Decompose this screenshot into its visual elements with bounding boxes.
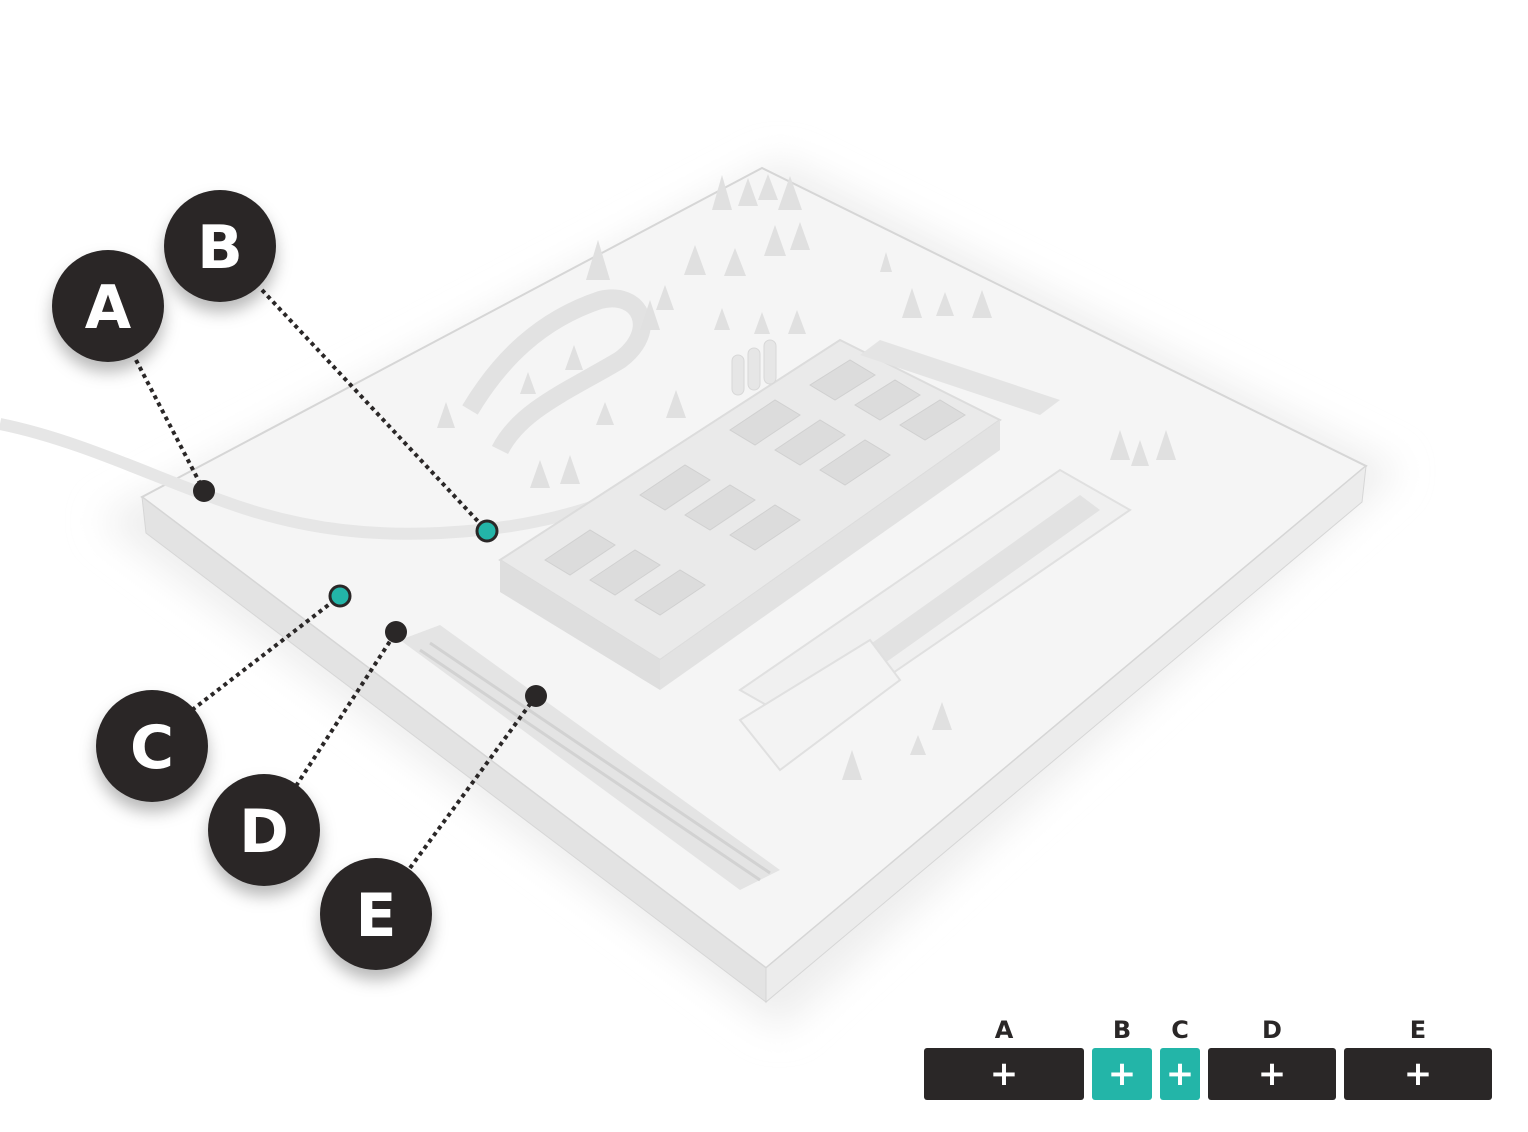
- legend-segment-a: A +: [924, 1016, 1084, 1100]
- legend-label-e: E: [1409, 1016, 1427, 1044]
- marker-a[interactable]: A: [52, 250, 164, 362]
- marker-d[interactable]: D: [208, 774, 320, 886]
- anchor-dot-c: [328, 584, 352, 608]
- solar-panels: [544, 359, 966, 616]
- leader-lines: [134, 288, 538, 870]
- legend-label-a: A: [994, 1016, 1014, 1044]
- anchor-dots: [193, 480, 547, 707]
- leader-line-d: [294, 630, 398, 788]
- legend-expand-button-e[interactable]: +: [1344, 1048, 1492, 1100]
- legend-expand-button-c[interactable]: +: [1160, 1048, 1200, 1100]
- legend-segment-b: B +: [1092, 1016, 1152, 1100]
- main-building: [498, 338, 1002, 690]
- legend-bar: A + B + C + D + E +: [924, 1016, 1492, 1100]
- anchor-dot-a: [193, 480, 215, 502]
- parking-areas: [738, 340, 1132, 772]
- silos: [731, 339, 777, 396]
- legend-label-c: C: [1171, 1016, 1189, 1044]
- marker-d-label: D: [239, 797, 289, 867]
- leader-line-e: [408, 694, 538, 870]
- plus-icon: +: [1257, 1054, 1287, 1094]
- legend-expand-button-b[interactable]: +: [1092, 1048, 1152, 1100]
- legend-segment-e: E +: [1344, 1016, 1492, 1100]
- anchor-dot-d: [385, 621, 407, 643]
- legend-expand-button-a[interactable]: +: [924, 1048, 1084, 1100]
- hillside-road: [462, 289, 651, 455]
- plus-icon: +: [1403, 1054, 1433, 1094]
- leader-line-b: [260, 288, 489, 533]
- plus-icon: +: [1107, 1054, 1137, 1094]
- trees: [437, 174, 1176, 780]
- anchor-dot-b: [475, 519, 499, 543]
- marker-c-label: C: [130, 713, 174, 783]
- anchor-dot-e: [525, 685, 547, 707]
- marker-e-label: E: [356, 881, 397, 951]
- marker-c[interactable]: C: [96, 690, 208, 802]
- legend-segment-d: D +: [1208, 1016, 1336, 1100]
- marker-e[interactable]: E: [320, 858, 432, 970]
- marker-a-label: A: [85, 273, 132, 343]
- legend-label-d: D: [1262, 1016, 1282, 1044]
- marker-b-label: B: [197, 213, 243, 283]
- leader-line-c: [190, 594, 342, 712]
- plus-icon: +: [989, 1054, 1019, 1094]
- legend-expand-button-d[interactable]: +: [1208, 1048, 1336, 1100]
- leader-line-a: [134, 359, 206, 492]
- legend-label-b: B: [1112, 1016, 1132, 1044]
- plus-icon: +: [1165, 1054, 1195, 1094]
- marker-b[interactable]: B: [164, 190, 276, 302]
- railway: [400, 625, 780, 890]
- legend-segment-c: C +: [1160, 1016, 1200, 1100]
